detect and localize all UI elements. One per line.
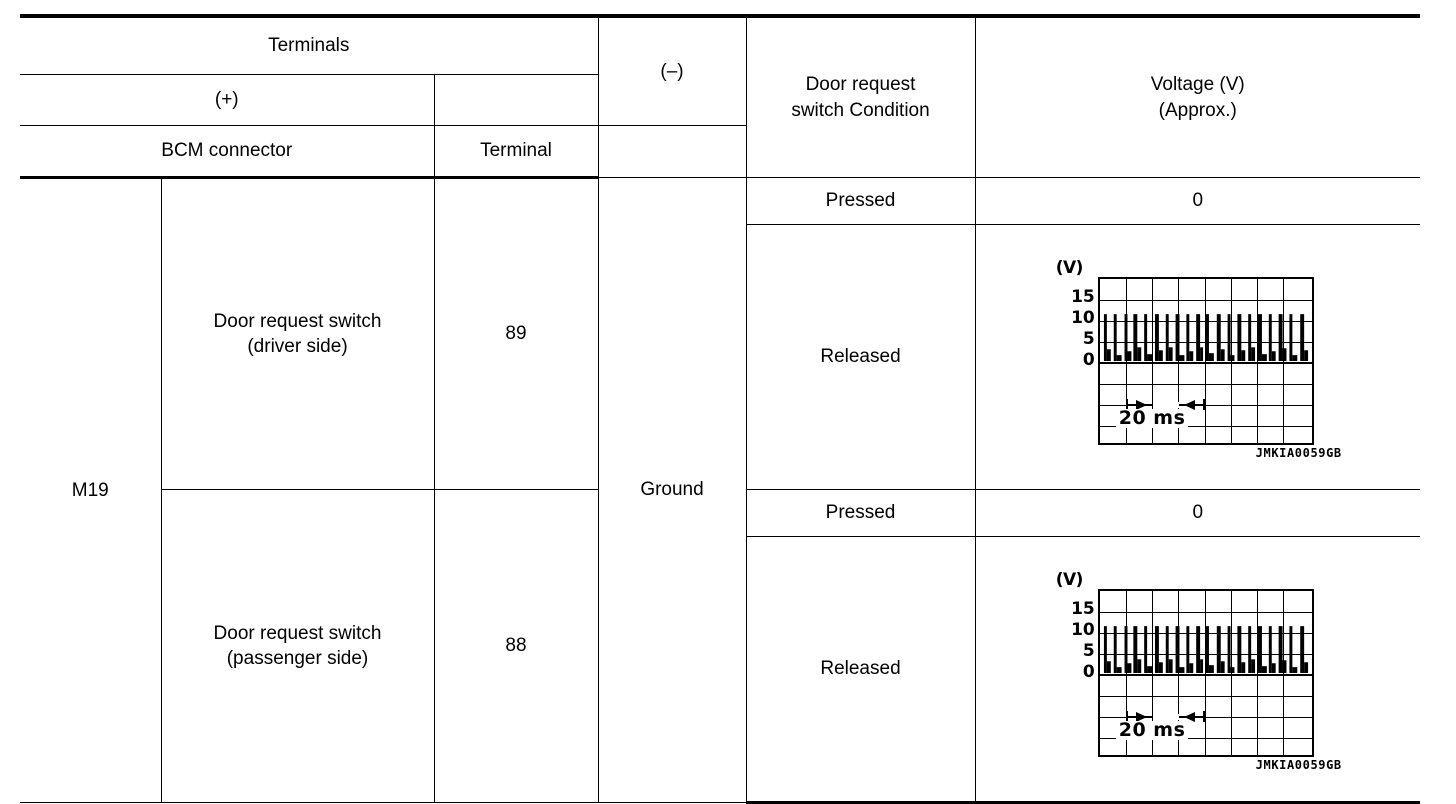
cell-voltage-pressed-passenger: 0: [974, 489, 1420, 537]
figure-id: JMKIA0059GB: [1255, 445, 1342, 460]
arrow-right-icon: [1135, 711, 1147, 722]
cell-waveform-driver: (V) 15 10 5 0: [974, 224, 1420, 490]
oscilloscope-figure: (V) 15 10 5 0: [1048, 257, 1348, 462]
cell-waveform-passenger: (V) 15 10 5 0: [974, 536, 1420, 804]
scope-tick-15: 15: [1071, 598, 1095, 619]
header-condition: Door request switch Condition: [745, 14, 976, 178]
document-page: Terminals (–) Door request switch Condit…: [20, 14, 1420, 804]
scope-unit-label: (V): [1055, 569, 1084, 590]
scope-tick-0: 0: [1082, 661, 1095, 682]
cell-signal-driver: Door request switch (driver side): [160, 177, 435, 490]
header-positive: (+): [20, 74, 435, 126]
cell-condition-released-passenger: Released: [745, 536, 976, 804]
scope-unit-label: (V): [1055, 257, 1084, 278]
cell-terminal-passenger: 88: [433, 489, 599, 803]
header-bcm-connector: BCM connector: [20, 125, 435, 179]
scope-tick-15: 15: [1071, 286, 1095, 307]
header-voltage: Voltage (V) (Approx.): [974, 14, 1420, 178]
scope-waveform-trace: [1100, 279, 1312, 443]
scope-time-marker: [1125, 710, 1205, 722]
scope-tick-5: 5: [1082, 640, 1095, 661]
scope-time-label: 20 ms: [1115, 408, 1189, 428]
cell-condition-pressed-passenger: Pressed: [745, 489, 976, 537]
scope-time-marker: [1125, 398, 1205, 410]
scope-waveform-trace: [1100, 591, 1312, 755]
arrow-left-icon: [1183, 711, 1195, 722]
header-row-subcolumns: BCM connector Terminal: [20, 125, 1420, 179]
table-row: Released (V) 15 10 5 0: [20, 536, 1420, 804]
scope-tick-10: 10: [1071, 619, 1095, 640]
cell-terminal-driver: 89: [433, 177, 599, 490]
figure-id: JMKIA0059GB: [1255, 757, 1342, 772]
cell-condition-released-driver: Released: [745, 224, 976, 490]
scope-zero-baseline: [1099, 361, 1312, 364]
header-terminals: Terminals: [20, 14, 599, 75]
terminal-spec-table: Terminals (–) Door request switch Condit…: [20, 14, 1420, 804]
scope-tick-0: 0: [1082, 349, 1095, 370]
header-row-positive: (+): [20, 74, 1420, 126]
cell-signal-passenger: Door request switch (passenger side): [160, 489, 435, 803]
scope-zero-baseline: [1099, 673, 1312, 676]
header-row-terminals: Terminals (–) Door request switch Condit…: [20, 14, 1420, 178]
scope-tick-5: 5: [1082, 328, 1095, 349]
table-row: Door request switch (passenger side) 88 …: [20, 489, 1420, 803]
scope-tick-10: 10: [1071, 307, 1095, 328]
header-negative: (–): [597, 14, 747, 126]
cell-condition-pressed-driver: Pressed: [745, 177, 976, 225]
oscilloscope-figure: (V) 15 10 5 0: [1048, 569, 1348, 774]
cell-ground: Ground: [597, 177, 747, 803]
scope-grid: [1097, 276, 1314, 445]
scope-time-label: 20 ms: [1115, 720, 1189, 740]
cell-connector: M19: [20, 177, 162, 803]
cell-voltage-pressed-driver: 0: [974, 177, 1420, 225]
table-row: M19 Door request switch (driver side) 89…: [20, 177, 1420, 803]
arrow-left-icon: [1183, 399, 1195, 410]
arrow-right-icon: [1135, 399, 1147, 410]
header-terminal: Terminal: [433, 125, 599, 179]
